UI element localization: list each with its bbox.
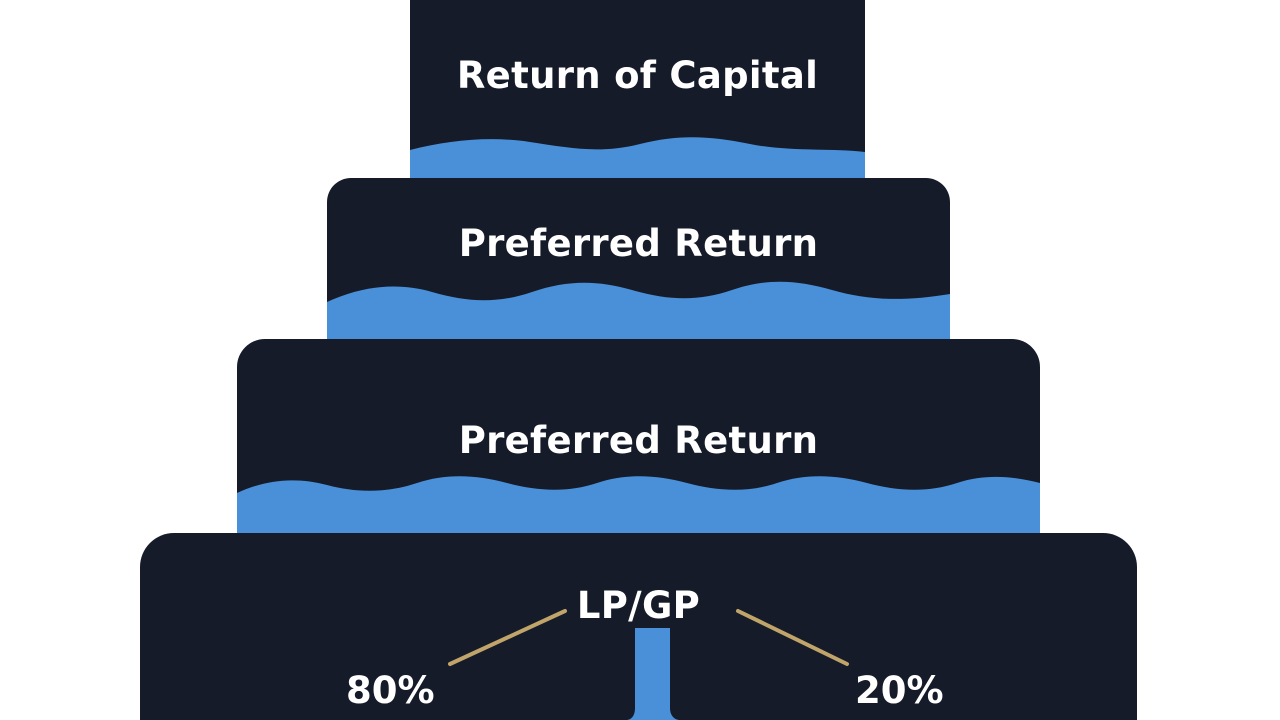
water-fill: [237, 476, 1040, 533]
tier-preferred-return-1: Preferred Return: [327, 178, 950, 339]
tier-label: Return of Capital: [456, 54, 819, 97]
tier-return-of-capital: Return of Capital: [410, 0, 865, 178]
water-fill: [327, 281, 950, 339]
water-stream: [626, 628, 680, 720]
tier-preferred-return-2: Preferred Return: [237, 339, 1040, 533]
gp-share-label: 20%: [855, 669, 944, 712]
lp-share-label: 80%: [346, 669, 435, 712]
water-fill: [410, 137, 865, 178]
tier-label: LP/GP: [576, 584, 701, 627]
tier-lp-gp-split: LP/GP 80% 20%: [140, 533, 1137, 720]
tier-label: Preferred Return: [458, 222, 819, 265]
tier-label: Preferred Return: [458, 419, 819, 462]
